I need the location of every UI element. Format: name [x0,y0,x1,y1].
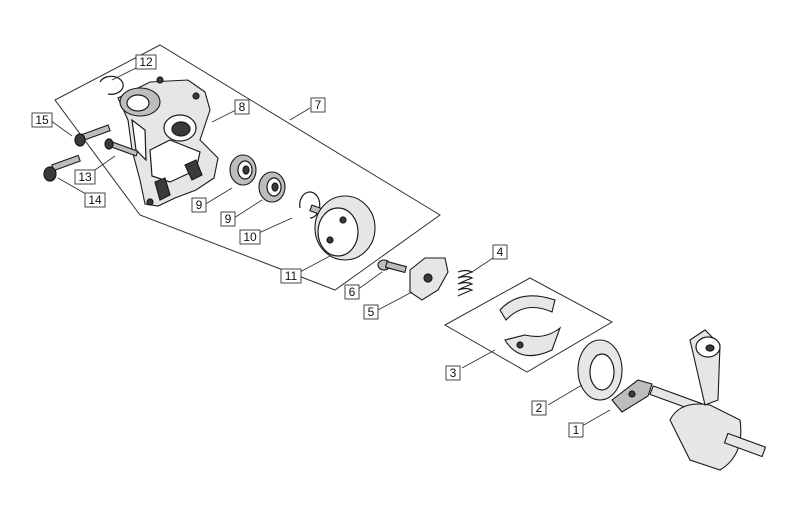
svg-text:7: 7 [315,98,322,112]
plate-1 [611,379,653,413]
assembly-frame-7 [54,44,441,291]
callout-11: 11 [280,268,302,284]
svg-text:11: 11 [285,269,298,283]
bolt-6 [377,259,408,274]
svg-text:6: 6 [349,285,356,299]
svg-text:2: 2 [536,401,543,415]
callout-14: 14 [84,192,106,208]
svg-text:13: 13 [78,170,92,184]
callout-3: 3 [445,365,461,381]
callout-6: 6 [344,284,360,300]
bearing-9-lower [258,171,286,203]
svg-text:9: 9 [225,212,232,226]
callout-4: 4 [492,244,508,260]
svg-text:10: 10 [243,230,257,244]
svg-text:9: 9 [196,198,203,212]
crankshaft [649,329,767,471]
screw-15 [74,124,111,147]
washer-2 [577,339,623,401]
callout-9-upper: 9 [191,197,207,213]
clutch-shoes-3 [499,295,562,357]
screw-14 [43,154,81,182]
callout-15: 15 [31,112,53,128]
circlip-12 [99,75,124,95]
clutch-plate-5 [409,257,449,301]
circlip-10 [299,191,321,219]
screw-13 [104,138,139,157]
bearing-9-upper [229,154,257,186]
crankcase-housing-8 [117,76,219,207]
svg-text:4: 4 [497,245,504,259]
assembly-frame-3 [443,277,614,373]
svg-text:15: 15 [35,113,49,127]
svg-text:8: 8 [239,100,246,114]
callout-2: 2 [531,400,547,416]
callout-7: 7 [310,97,326,113]
svg-text:14: 14 [88,193,102,207]
callout-8: 8 [234,99,250,115]
callout-9-lower: 9 [220,211,236,227]
clutch-drum-11 [309,195,376,261]
svg-text:5: 5 [368,305,375,319]
svg-text:1: 1 [573,423,580,437]
callout-5: 5 [363,304,379,320]
callout-10: 10 [239,229,261,245]
callout-13: 13 [74,169,96,185]
callout-12: 12 [135,54,157,70]
svg-text:3: 3 [450,366,457,380]
callout-1: 1 [568,422,584,438]
svg-text:12: 12 [139,55,153,69]
spring-4 [457,269,474,297]
